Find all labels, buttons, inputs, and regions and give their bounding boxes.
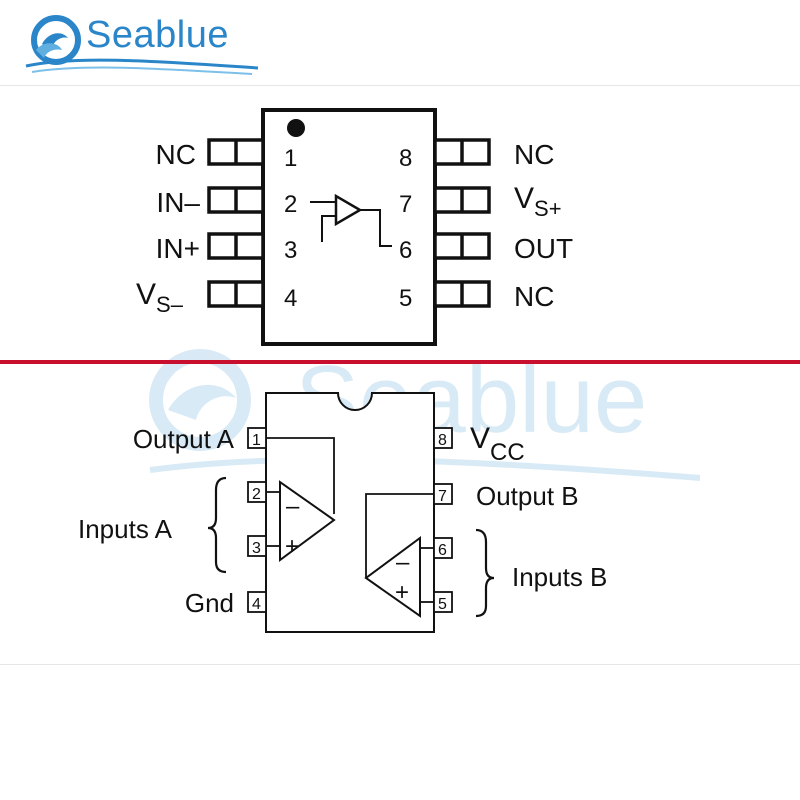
opamp-a-plus: +: [285, 533, 299, 560]
pin-label-gnd: Gnd: [185, 588, 234, 618]
pin1-indicator-dot: [287, 119, 305, 137]
pin-number: 3: [284, 237, 297, 264]
brace-inputs-b: [475, 528, 495, 618]
pin-label: VS+: [514, 182, 562, 221]
pin-label-sub: S–: [156, 292, 184, 317]
pin-number: 8: [399, 145, 412, 172]
opamp-b-plus: +: [395, 579, 409, 606]
pin-number: 2: [252, 486, 261, 503]
opamp-a-minus: –: [286, 493, 300, 520]
pin-number: 1: [252, 432, 261, 449]
pin-label: NC: [514, 139, 554, 170]
pin-number: 3: [252, 540, 261, 557]
pin-label: IN–: [156, 187, 200, 218]
pin-label-sub: S+: [534, 196, 562, 221]
pin-label-sub: CC: [490, 439, 525, 466]
pin-number: 6: [438, 542, 447, 559]
pin-number: 4: [252, 596, 261, 613]
pin-number: 1: [284, 145, 297, 172]
brand-name: Seablue: [86, 14, 229, 56]
pin-number: 5: [438, 596, 447, 613]
pin-label-output-b: Output B: [476, 481, 579, 511]
pin-number: 7: [438, 488, 447, 505]
pin-label-main: V: [470, 422, 490, 455]
pin-number: 6: [399, 237, 412, 264]
group-label-inputs-b: Inputs B: [512, 562, 607, 592]
seablue-logo: [25, 15, 259, 75]
brace-inputs-a: [207, 476, 227, 574]
pin-label-vcc: VCC: [470, 422, 525, 466]
wave-logo-icon: [25, 15, 259, 75]
pin-number: 7: [399, 191, 412, 218]
pin-label-output-a: Output A: [133, 424, 235, 454]
pin-number: 5: [399, 285, 412, 312]
pin-label-main: V: [514, 182, 534, 215]
pin-number: 2: [284, 191, 297, 218]
bottom-ic-package: [207, 392, 495, 633]
diagram-frame: [0, 85, 800, 665]
pin-number: 4: [284, 285, 297, 312]
pin-label: NC: [156, 139, 196, 170]
pin-label: OUT: [514, 233, 573, 264]
pin-label: VS–: [136, 278, 184, 317]
opamp-b-minus: –: [396, 549, 410, 576]
pin-number: 8: [438, 432, 447, 449]
pin-label: IN+: [156, 233, 200, 264]
pin-label-main: V: [136, 278, 156, 311]
group-label-inputs-a: Inputs A: [78, 514, 173, 544]
pin-label: NC: [514, 281, 554, 312]
top-ic-package: [207, 108, 491, 346]
